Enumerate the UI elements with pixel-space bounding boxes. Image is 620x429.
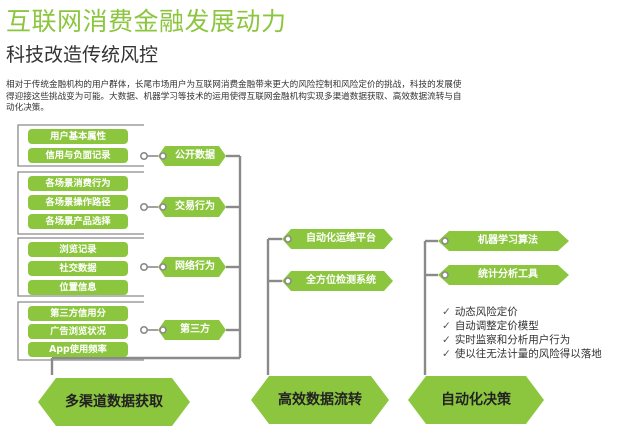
- dot: [284, 235, 292, 243]
- dot: [159, 326, 167, 334]
- item-pill: [28, 176, 128, 191]
- stage-hexagon: [251, 376, 389, 424]
- checklist-item: ✓使以往无法计量的风险得以落地: [442, 346, 602, 361]
- bracket-third-party: [17, 301, 144, 361]
- item-label: 各场景消费行为: [45, 177, 111, 189]
- item-pill: [28, 280, 128, 295]
- decision-node-label: 机器学习算法: [478, 235, 538, 246]
- check-icon: ✓: [442, 320, 451, 332]
- item-label: 位置信息: [59, 281, 97, 293]
- decision-tag: [438, 231, 569, 251]
- item-pill: [28, 261, 128, 276]
- category-tag: [158, 197, 226, 217]
- dot: [140, 325, 149, 334]
- item-label: 第三方信用分: [50, 307, 106, 319]
- dot: [159, 263, 167, 271]
- category-tag: [158, 257, 226, 277]
- item-pill: [28, 148, 128, 163]
- dot: [140, 262, 149, 271]
- dot: [159, 203, 167, 211]
- description: 相对于传统金融机构的用户群体，长尾市场用户为互联网消费金融带来更大的风险控制和风…: [6, 80, 614, 115]
- category-tags: [158, 146, 226, 340]
- stage-label: 多渠道数据获取: [65, 394, 163, 410]
- item-label: 社交数据: [59, 262, 97, 274]
- check-icon: ✓: [442, 348, 451, 360]
- checklist-item: ✓动态风险定价: [442, 304, 518, 319]
- item-pill: [28, 195, 128, 210]
- stage-label: 自动化决策: [441, 392, 511, 408]
- category-tag: [158, 146, 226, 166]
- description-line: 动化决策。: [6, 103, 49, 113]
- stage-hexagon: [408, 376, 544, 424]
- stage-hexagons: [38, 376, 544, 426]
- category-label: 网络行为: [175, 261, 215, 272]
- checklist-item: ✓自动调整定价模型: [442, 318, 539, 333]
- checklist-text: 实时监察和分析用户行为: [454, 334, 571, 346]
- item-label: 广告浏览状况: [50, 325, 106, 337]
- item-pill: [28, 242, 128, 257]
- item-label: App使用频率: [49, 343, 107, 355]
- item-label: 各场景产品选择: [45, 215, 111, 227]
- dot: [140, 152, 149, 161]
- page-subtitle: 科技改造传统风控: [6, 44, 159, 66]
- checklist-text: 使以往无法计量的风险得以落地: [454, 348, 602, 360]
- decision-node-label: 统计分析工具: [478, 269, 538, 280]
- connector-dots: [140, 152, 449, 334]
- item-pill: [28, 306, 128, 321]
- bracket-connectors: [144, 155, 158, 331]
- checklist-text: 动态风险定价: [454, 306, 518, 318]
- item-label: 各场景操作路径: [45, 196, 111, 208]
- checklist-item: ✓实时监察和分析用户行为: [442, 332, 570, 347]
- checklist-text: 自动调整定价模型: [454, 320, 539, 332]
- check-icon: ✓: [442, 306, 451, 318]
- decision-tag: [438, 265, 569, 285]
- category-label: 第三方: [180, 324, 210, 335]
- category-label: 公开数据: [175, 150, 215, 161]
- dot: [284, 277, 292, 285]
- bracket-frames: [17, 124, 144, 361]
- item-label: 浏览记录: [59, 243, 97, 255]
- category-label: 交易行为: [175, 201, 215, 212]
- category-tag: [158, 320, 226, 340]
- dot: [140, 203, 149, 212]
- stage-hexagon: [38, 378, 190, 426]
- trunk-lines: [50, 154, 438, 375]
- item-label: 信用与负面记录: [45, 149, 111, 161]
- flow-tag: [282, 229, 393, 249]
- item-label: 用户基本属性: [50, 130, 106, 142]
- bracket-network: [17, 237, 144, 297]
- check-icon: ✓: [442, 334, 451, 346]
- bracket-public-data: [17, 124, 144, 167]
- description-line: 相对于传统金融机构的用户群体，长尾市场用户为互联网消费金融带来更大的风险控制和风…: [6, 80, 462, 90]
- dot: [441, 237, 449, 245]
- bracket-transaction: [17, 171, 144, 235]
- item-pill: [28, 129, 128, 144]
- process-tags: [282, 229, 569, 291]
- page-title: 互联网消费金融发展动力: [6, 7, 287, 36]
- item-pill: [28, 214, 128, 229]
- item-pill: [28, 342, 128, 357]
- flow-tag: [282, 271, 393, 291]
- dot: [159, 152, 167, 160]
- flow-node-label: 自动化运维平台: [306, 233, 376, 244]
- description-line: 得迎接这些挑战变为可能。大数据、机器学习等技术的运用使得互联网金融机构实现多渠道…: [6, 91, 462, 102]
- flow-node-label: 全方位检测系统: [306, 275, 376, 286]
- dot: [441, 271, 449, 279]
- stage-label: 高效数据流转: [278, 392, 362, 408]
- item-pill: [28, 324, 128, 339]
- item-pills: [28, 129, 128, 357]
